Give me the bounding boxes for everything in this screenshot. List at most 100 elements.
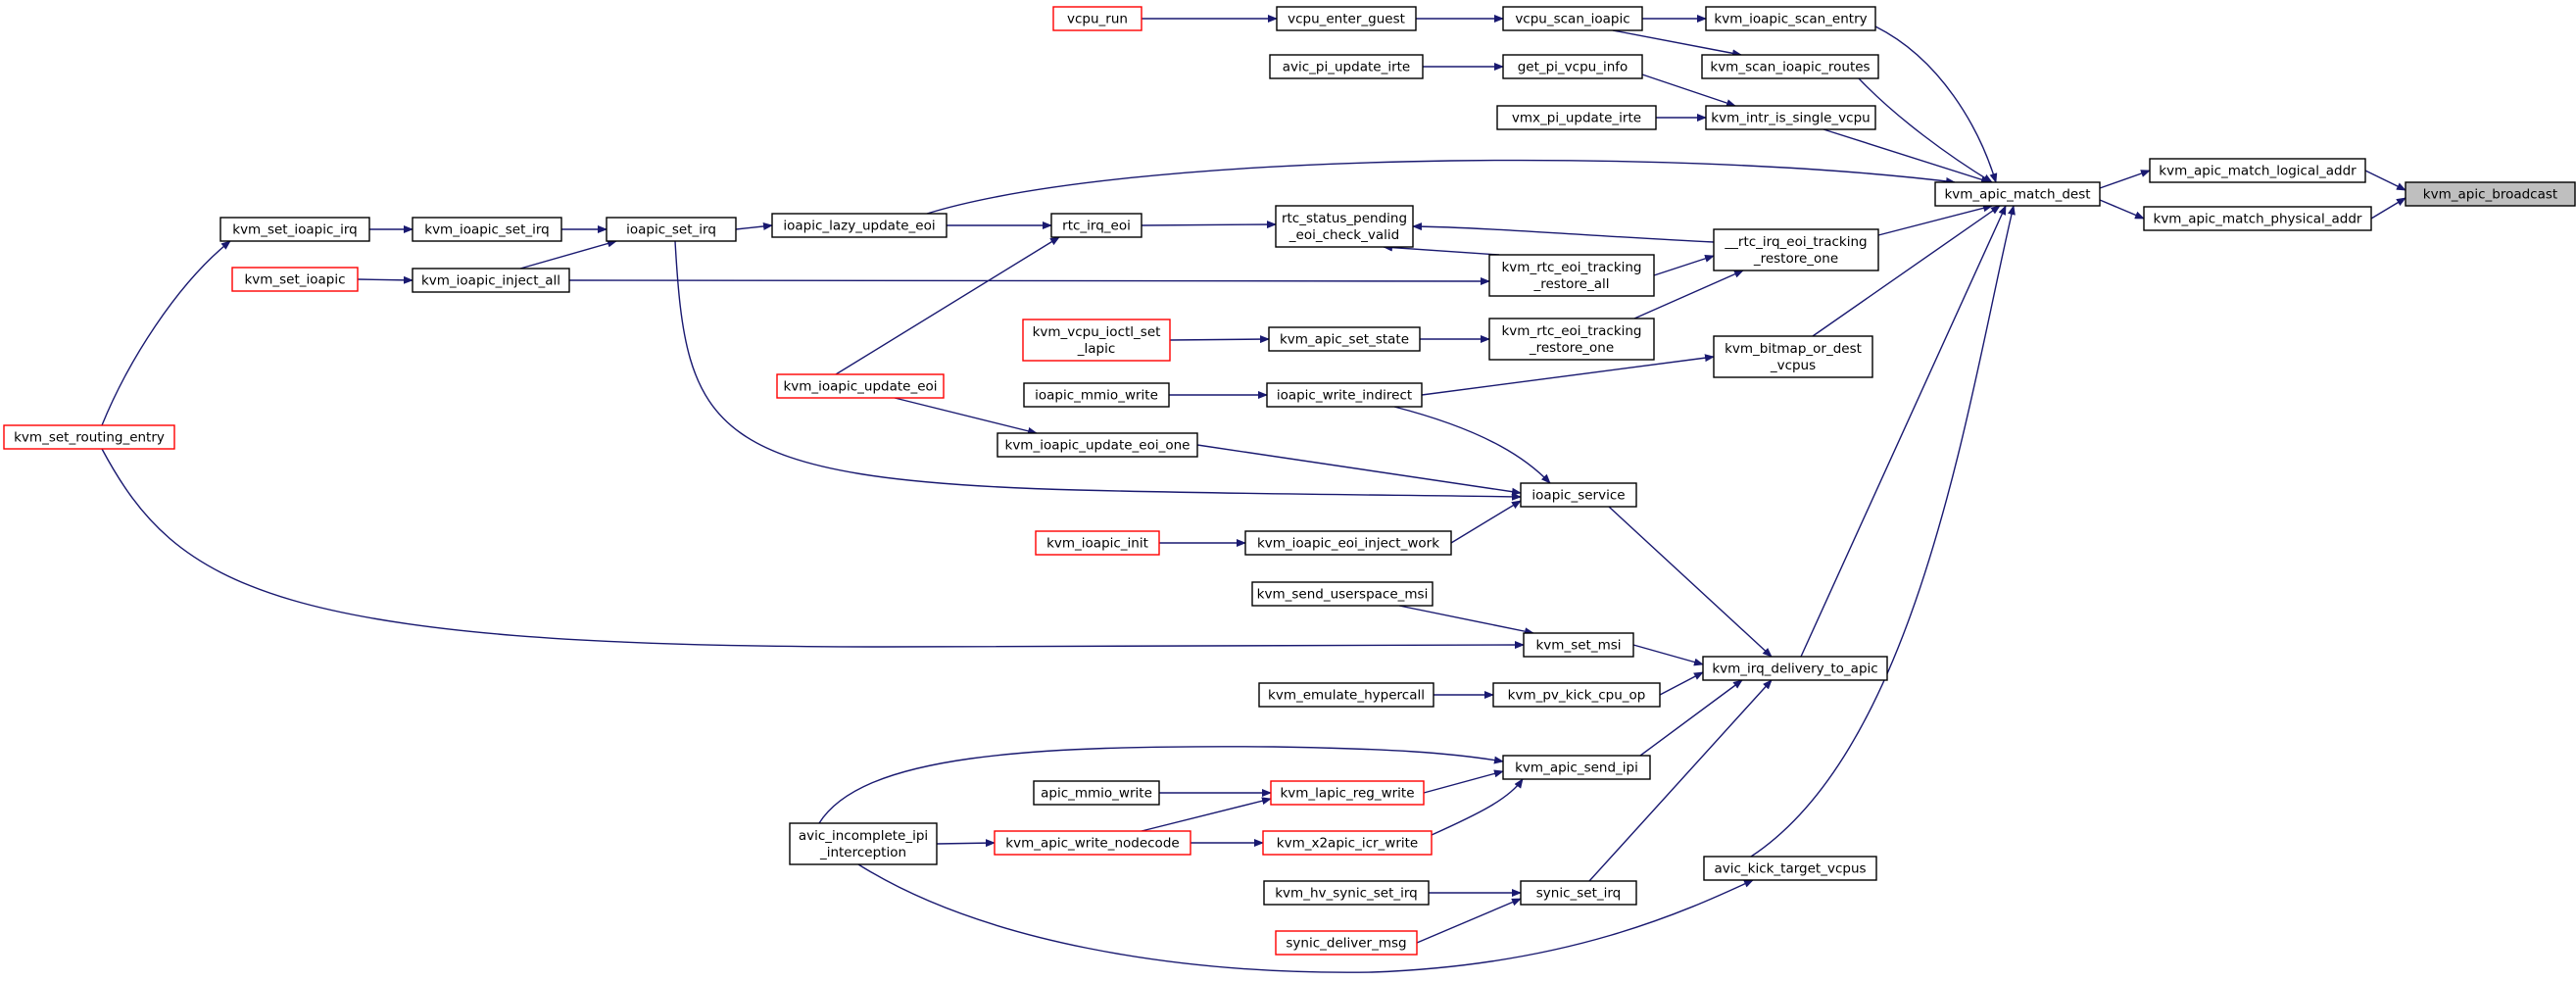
node-box [1268,326,1421,352]
node-box [1050,213,1142,238]
call-edge-__rtc_irq_eoi_tracking_restore_one-to-kvm_apic_match_dest [1877,204,1993,236]
node-label: kvm_apic_match_physical_addr [2154,212,2362,227]
node-kvm_rtc_eoi_tracking_restore_all[interactable]: kvm_rtc_eoi_tracking_restore_all [1488,254,1655,297]
node-kvm_ioapic_inject_all[interactable]: kvm_ioapic_inject_all [412,268,570,293]
node-kvm_vcpu_ioctl_set_lapic[interactable]: kvm_vcpu_ioctl_set_lapic [1022,319,1171,362]
node-box [606,217,737,242]
node-vcpu_scan_ioapic[interactable]: vcpu_scan_ioapic [1502,6,1643,31]
node-kvm_pv_kick_cpu_op[interactable]: kvm_pv_kick_cpu_op [1492,682,1661,708]
node-kvm_set_routing_entry[interactable]: kvm_set_routing_entry [3,424,175,450]
node-label: kvm_rtc_eoi_tracking [1501,260,1641,275]
node-kvm_apic_match_dest[interactable]: kvm_apic_match_dest [1934,181,2101,207]
node-label: kvm_x2apic_icr_write [1277,836,1418,852]
node-synic_deliver_msg[interactable]: synic_deliver_msg [1275,930,1418,956]
node-avic_incomplete_ipi_interception[interactable]: avic_incomplete_ipi_interception [789,822,938,865]
node-label: ioapic_lazy_update_eoi [783,219,935,234]
node-kvm_apic_set_state[interactable]: kvm_apic_set_state [1268,326,1421,352]
node-label: __rtc_irq_eoi_tracking [1724,234,1867,250]
node-box [1275,205,1414,248]
node-vcpu_enter_guest[interactable]: vcpu_enter_guest [1276,6,1417,31]
node-apic_mmio_write[interactable]: apic_mmio_write [1033,780,1160,806]
node-kvm_irq_delivery_to_apic[interactable]: kvm_irq_delivery_to_apic [1702,656,1888,681]
node-ioapic_set_irq[interactable]: ioapic_set_irq [606,217,737,242]
node-kvm_intr_is_single_vcpu[interactable]: kvm_intr_is_single_vcpu [1705,105,1876,130]
node-kvm_ioapic_scan_entry[interactable]: kvm_ioapic_scan_entry [1705,6,1876,31]
call-edge-kvm_intr_is_single_vcpu-to-kvm_apic_match_dest [1823,128,1991,184]
node-ioapic_write_indirect[interactable]: ioapic_write_indirect [1266,382,1423,408]
node-get_pi_vcpu_info[interactable]: get_pi_vcpu_info [1502,54,1643,79]
node-ioapic_service[interactable]: ioapic_service [1520,482,1637,508]
node-__rtc_irq_eoi_tracking_restore_one[interactable]: __rtc_irq_eoi_tracking_restore_one [1713,228,1879,271]
node-kvm_ioapic_set_irq[interactable]: kvm_ioapic_set_irq [412,217,562,242]
node-box [219,217,370,242]
node-label: _interception [819,845,906,860]
node-kvm_set_ioapic[interactable]: kvm_set_ioapic [231,267,359,292]
node-kvm_lapic_reg_write[interactable]: kvm_lapic_reg_write [1270,780,1425,806]
node-kvm_set_ioapic_irq[interactable]: kvm_set_ioapic_irq [219,217,370,242]
node-kvm_ioapic_eoi_inject_work[interactable]: kvm_ioapic_eoi_inject_work [1244,530,1452,556]
node-kvm_bitmap_or_dest_vcpus[interactable]: kvm_bitmap_or_dest_vcpus [1713,335,1873,378]
call-edge-ioapic_write_indirect-to-ioapic_service [1393,406,1551,484]
node-kvm_set_msi[interactable]: kvm_set_msi [1523,632,1634,658]
node-label: ioapic_write_indirect [1277,388,1412,404]
call-edge-kvm_set_ioapic-to-kvm_ioapic_inject_all [357,275,413,284]
node-label: kvm_set_ioapic_irq [232,222,358,238]
node-kvm_hv_synic_set_irq[interactable]: kvm_hv_synic_set_irq [1263,880,1430,906]
node-box [1275,930,1418,956]
node-kvm_apic_broadcast[interactable]: kvm_apic_broadcast [2405,181,2576,207]
call-edge-avic_incomplete_ipi_interception-to-avic_kick_target_vcpus [857,863,1754,973]
call-edge-kvm_x2apic_icr_write-to-kvm_apic_send_ipi [1431,778,1524,836]
node-label: kvm_apic_write_nodecode [1005,836,1179,852]
call-nodes: vcpu_run vcpu_enter_guest vcpu_scan_ioapic… [3,6,2576,956]
call-edge-kvm_vcpu_ioctl_set_lapic-to-kvm_apic_set_state [1169,335,1270,344]
node-box [1276,6,1417,31]
node-box [1488,318,1655,361]
call-edge-rtc_irq_eoi-to-rtc_status_pending_eoi_check_valid [1141,221,1277,229]
node-label: kvm_lapic_reg_write [1280,786,1414,802]
node-label: kvm_send_userspace_msi [1257,587,1429,603]
node-label: rtc_irq_eoi [1062,219,1131,234]
node-label: vcpu_enter_guest [1288,12,1405,27]
node-kvm_ioapic_update_eoi[interactable]: kvm_ioapic_update_eoi [776,373,945,399]
node-box [1713,335,1873,378]
node-kvm_x2apic_icr_write[interactable]: kvm_x2apic_icr_write [1262,830,1433,856]
node-ioapic_lazy_update_eoi[interactable]: ioapic_lazy_update_eoi [771,213,948,238]
call-edge-__rtc_irq_eoi_tracking_restore_one-to-rtc_status_pending_eoi_check_valid [1412,222,1715,243]
node-vcpu_run[interactable]: vcpu_run [1052,6,1142,31]
call-edge-kvm_set_msi-to-kvm_irq_delivery_to_apic [1632,644,1704,666]
node-label: kvm_ioapic_update_eoi_one [1005,438,1191,454]
node-kvm_apic_match_physical_addr[interactable]: kvm_apic_match_physical_addr [2143,206,2372,231]
call-edges [101,15,2406,973]
node-ioapic_mmio_write[interactable]: ioapic_mmio_write [1023,382,1170,408]
node-label: kvm_ioapic_init [1046,536,1148,552]
node-synic_set_irq[interactable]: synic_set_irq [1520,880,1637,906]
node-kvm_rtc_eoi_tracking_restore_one[interactable]: kvm_rtc_eoi_tracking_restore_one [1488,318,1655,361]
node-kvm_apic_write_nodecode[interactable]: kvm_apic_write_nodecode [994,830,1191,856]
node-rtc_irq_eoi[interactable]: rtc_irq_eoi [1050,213,1142,238]
node-kvm_scan_ioapic_routes[interactable]: kvm_scan_ioapic_routes [1701,54,1879,79]
node-label: kvm_apic_broadcast [2423,187,2557,203]
node-avic_pi_update_irte[interactable]: avic_pi_update_irte [1269,54,1424,79]
node-label: kvm_hv_synic_set_irq [1275,886,1418,902]
node-label: kvm_rtc_eoi_tracking [1501,323,1641,339]
call-edge-kvm_ioapic_scan_entry-to-kvm_apic_match_dest [1874,25,1998,183]
node-kvm_apic_send_ipi[interactable]: kvm_apic_send_ipi [1502,755,1651,780]
node-kvm_send_userspace_msi[interactable]: kvm_send_userspace_msi [1251,581,1434,607]
node-vmx_pi_update_irte[interactable]: vmx_pi_update_irte [1496,105,1657,130]
node-label: kvm_ioapic_inject_all [421,273,560,289]
node-label: vmx_pi_update_irte [1512,111,1641,126]
node-kvm_ioapic_init[interactable]: kvm_ioapic_init [1035,530,1160,556]
call-edge-get_pi_vcpu_info-to-kvm_intr_is_single_vcpu [1641,74,1736,107]
node-label: vcpu_run [1067,12,1128,27]
node-kvm_apic_match_logical_addr[interactable]: kvm_apic_match_logical_addr [2149,158,2366,183]
node-label: kvm_vcpu_ioctl_set [1033,324,1161,340]
node-avic_kick_target_vcpus[interactable]: avic_kick_target_vcpus [1703,856,1877,881]
node-box [1052,6,1142,31]
node-label: kvm_apic_match_dest [1944,187,2090,203]
node-label: kvm_set_msi [1535,638,1621,654]
node-box [2405,181,2576,207]
node-kvm_emulate_hypercall[interactable]: kvm_emulate_hypercall [1258,682,1434,708]
node-kvm_ioapic_update_eoi_one[interactable]: kvm_ioapic_update_eoi_one [996,432,1198,458]
node-box [1703,856,1877,881]
node-rtc_status_pending_eoi_check_valid[interactable]: rtc_status_pending_eoi_check_valid [1275,205,1414,248]
